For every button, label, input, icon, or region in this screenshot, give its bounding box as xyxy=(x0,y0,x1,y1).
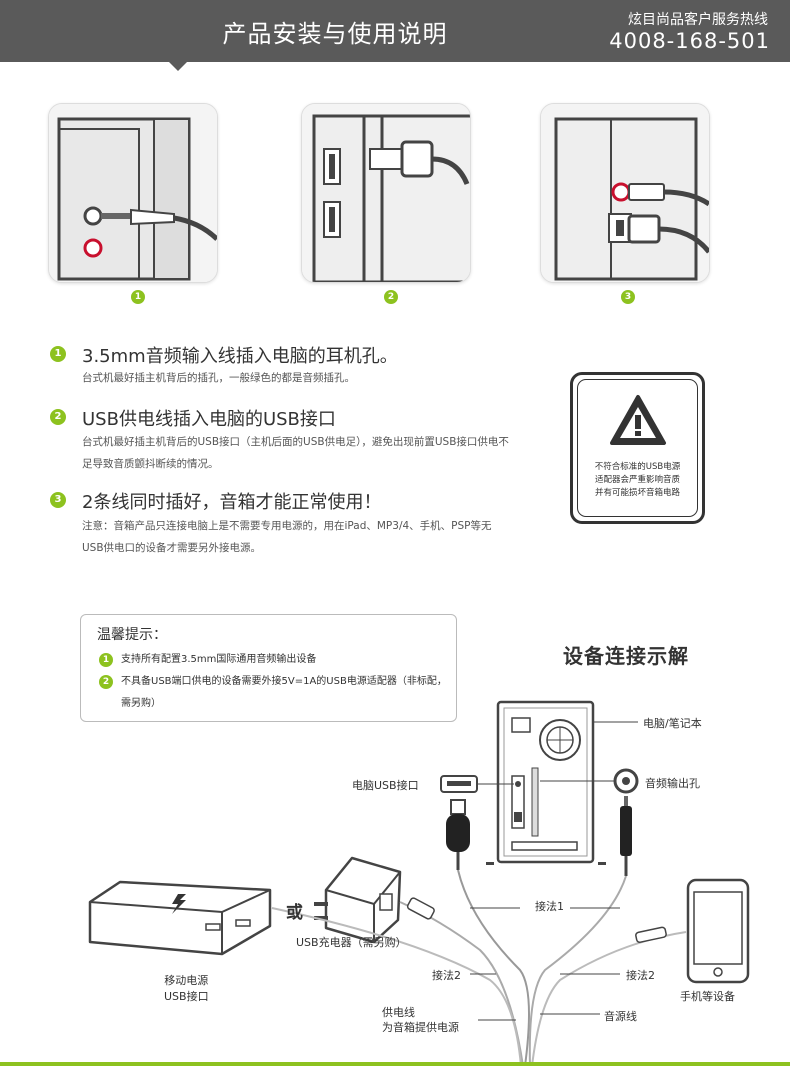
tips-badge-1: 1 xyxy=(99,653,113,667)
usb-plug-icon xyxy=(446,799,470,870)
label-method1: 接法1 xyxy=(535,900,564,913)
label-power-bank-line2: USB接口 xyxy=(164,990,209,1003)
instruction-desc-1: 台式机最好插主机背后的插孔，一般绿色的都是音频插孔。 xyxy=(82,372,355,384)
power-bank-icon xyxy=(88,880,272,956)
label-computer: 电脑/笔记本 xyxy=(643,717,702,730)
label-audio-out: 音频输出孔 xyxy=(645,777,700,790)
phone-icon xyxy=(686,878,750,984)
label-power-line-2: 为音箱提供电源 xyxy=(382,1021,459,1034)
instruction-title-3: 2条线同时插好，音箱才能正常使用！ xyxy=(82,492,382,513)
instruction-desc-3: 注意：音箱产品只连接电脑上是不需要专用电源的，用在iPad、MP3/4、手机、P… xyxy=(82,520,492,554)
page-title: 产品安装与使用说明 xyxy=(222,20,448,48)
usb-port-callout-icon xyxy=(440,775,478,793)
tips-item-1: 支持所有配置3.5mm国际通用音频输出设备 xyxy=(121,654,317,665)
charger-usb-plug-icon xyxy=(406,897,435,920)
usb-charger-icon xyxy=(314,856,402,944)
instruction-badge-2: 2 xyxy=(50,409,66,425)
warning-line-2: 适配器会严重影响音质 xyxy=(594,475,680,485)
label-power-bank: 移动电源 USB接口 xyxy=(164,972,209,1004)
label-power-line-1: 供电线 xyxy=(382,1006,415,1019)
warning-line-1: 不符合标准的USB电源 xyxy=(594,462,681,472)
step-photo-3 xyxy=(540,103,710,283)
connection-diagram xyxy=(88,700,750,1066)
audio-port-callout-icon xyxy=(613,768,639,794)
label-power-bank-line1: 移动电源 xyxy=(164,974,209,987)
step-num-badge-3: 3 xyxy=(621,290,635,304)
label-or: 或 xyxy=(286,903,303,923)
usb-port-photo-icon xyxy=(302,104,470,282)
step-num-badge-2: 2 xyxy=(384,290,398,304)
tips-badge-2: 2 xyxy=(99,675,113,689)
instruction-badge-3: 3 xyxy=(50,492,66,508)
instruction-desc-2: 台式机最好插主机背后的USB接口（主机后面的USB供电足），避免出现前置USB接… xyxy=(82,436,509,470)
bottom-accent-bar xyxy=(0,1062,790,1066)
warning-box: 不符合标准的USB电源 适配器会严重影响音质 并有可能损坏音箱电路 xyxy=(570,372,705,524)
label-audio-line: 音源线 xyxy=(604,1010,637,1023)
tips-title: 温馨提示： xyxy=(97,627,167,643)
label-usb-port: 电脑USB接口 xyxy=(352,779,419,792)
step-num-badge-1: 1 xyxy=(131,290,145,304)
header-bar: 产品安装与使用说明 炫目尚品客户服务热线 4008-168-501 xyxy=(0,0,790,62)
audio-jack-photo-icon xyxy=(49,104,217,282)
hotline-number: 4008-168-501 xyxy=(609,29,770,53)
warning-line-3: 并有可能损坏音箱电路 xyxy=(594,488,680,498)
label-method2-right: 接法2 xyxy=(626,969,655,982)
label-method2-left: 接法2 xyxy=(432,969,461,982)
instruction-title-1: 3.5mm音频输入线插入电脑的耳机孔。 xyxy=(82,346,398,367)
header-notch xyxy=(168,61,188,71)
label-usb-charger: USB充电器（需另购） xyxy=(296,936,407,949)
label-phone: 手机等设备 xyxy=(680,990,735,1003)
tips-box: 温馨提示： 1 支持所有配置3.5mm国际通用音频输出设备 2 不具备USB端口… xyxy=(80,614,457,722)
instruction-title-2: USB供电线插入电脑的USB接口 xyxy=(82,409,336,430)
diagram-title: 设备连接示解 xyxy=(563,644,689,668)
step-photo-2 xyxy=(301,103,471,283)
label-power-line: 供电线 为音箱提供电源 xyxy=(382,1005,459,1035)
tips-item-2: 不具备USB端口供电的设备需要外接5V=1A的USB电源适配器（非标配，需另购） xyxy=(121,676,447,709)
computer-tower-icon xyxy=(486,700,606,865)
warning-triangle-icon xyxy=(610,395,666,445)
phone-audio-plug-icon xyxy=(635,926,667,943)
step-photo-1 xyxy=(48,103,218,283)
instruction-badge-1: 1 xyxy=(50,346,66,362)
audio-plug-icon xyxy=(620,796,632,876)
hotline-label: 炫目尚品客户服务热线 xyxy=(628,12,768,28)
warning-text: 不符合标准的USB电源 适配器会严重影响音质 并有可能损坏音箱电路 xyxy=(577,461,698,500)
both-cables-photo-icon xyxy=(541,104,709,282)
warning-inner-border xyxy=(577,379,698,517)
